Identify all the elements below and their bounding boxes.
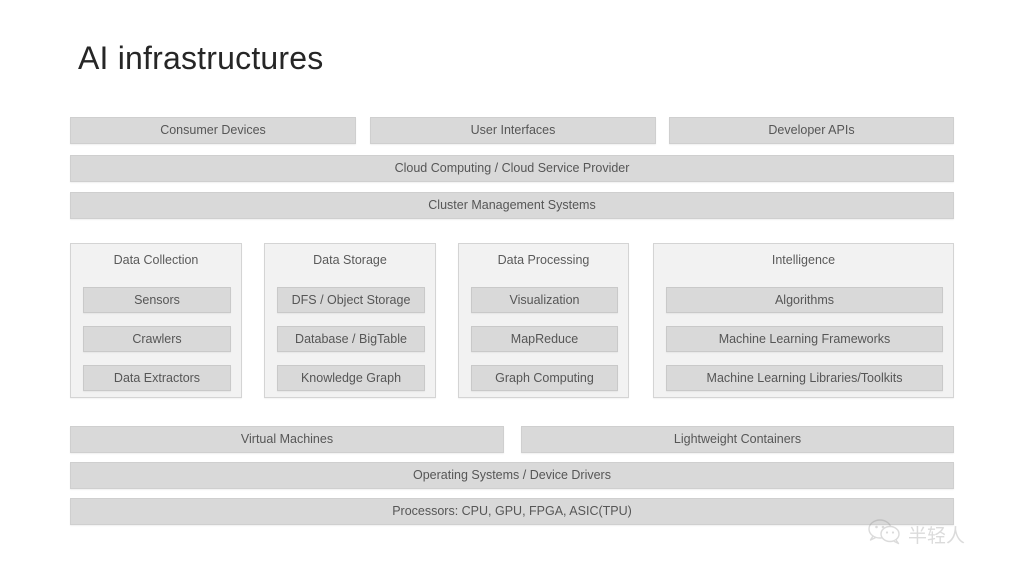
group-item-label: Algorithms	[774, 293, 835, 307]
virtualization-box-label: Virtual Machines	[240, 432, 334, 447]
group-item-dfs-object-storage[interactable]: DFS / Object Storage	[277, 287, 425, 313]
top-box-label: Developer APIs	[768, 123, 855, 138]
page-title: AI infrastructures	[78, 40, 324, 76]
group-item-label: Knowledge Graph	[300, 371, 402, 385]
group-data-storage: Data Storage DFS / Object Storage Databa…	[264, 243, 436, 398]
group-item-label: Graph Computing	[495, 371, 594, 385]
group-data-collection: Data Collection Sensors Crawlers Data Ex…	[70, 243, 242, 398]
virtualization-box-lightweight-containers[interactable]: Lightweight Containers	[521, 426, 954, 453]
group-item-data-extractors[interactable]: Data Extractors	[83, 365, 231, 391]
top-box-label: User Interfaces	[470, 123, 556, 138]
group-item-mapreduce[interactable]: MapReduce	[471, 326, 618, 352]
platform-bar-cloud-computing[interactable]: Cloud Computing / Cloud Service Provider	[70, 155, 954, 182]
top-box-developer-apis[interactable]: Developer APIs	[669, 117, 954, 144]
group-item-label: Database / BigTable	[295, 332, 407, 346]
group-title: Data Processing	[497, 253, 590, 267]
group-item-visualization[interactable]: Visualization	[471, 287, 618, 313]
group-item-label: Data Extractors	[113, 371, 201, 385]
group-item-label: Visualization	[509, 293, 580, 307]
virtualization-box-label: Lightweight Containers	[673, 432, 802, 447]
bottom-bar-label: Processors: CPU, GPU, FPGA, ASIC(TPU)	[392, 504, 632, 519]
group-item-label: DFS / Object Storage	[291, 293, 411, 307]
group-data-processing: Data Processing Visualization MapReduce …	[458, 243, 629, 398]
group-item-label: Machine Learning Libraries/Toolkits	[706, 371, 903, 385]
group-title: Data Collection	[113, 253, 199, 267]
group-item-algorithms[interactable]: Algorithms	[666, 287, 943, 313]
bottom-bar-operating-systems[interactable]: Operating Systems / Device Drivers	[70, 462, 954, 489]
group-item-label: MapReduce	[510, 332, 579, 346]
group-item-label: Machine Learning Frameworks	[718, 332, 891, 346]
group-item-label: Crawlers	[132, 332, 182, 346]
group-item-crawlers[interactable]: Crawlers	[83, 326, 231, 352]
group-title: Intelligence	[771, 253, 836, 267]
group-item-ml-frameworks[interactable]: Machine Learning Frameworks	[666, 326, 943, 352]
group-item-graph-computing[interactable]: Graph Computing	[471, 365, 618, 391]
platform-bar-label: Cloud Computing / Cloud Service Provider	[394, 161, 630, 176]
virtualization-box-virtual-machines[interactable]: Virtual Machines	[70, 426, 504, 453]
group-item-label: Sensors	[134, 293, 180, 307]
group-title: Data Storage	[313, 253, 387, 267]
platform-bar-cluster-management[interactable]: Cluster Management Systems	[70, 192, 954, 219]
top-box-user-interfaces[interactable]: User Interfaces	[370, 117, 656, 144]
bottom-bar-processors[interactable]: Processors: CPU, GPU, FPGA, ASIC(TPU)	[70, 498, 954, 525]
group-item-ml-libraries-toolkits[interactable]: Machine Learning Libraries/Toolkits	[666, 365, 943, 391]
group-item-knowledge-graph[interactable]: Knowledge Graph	[277, 365, 425, 391]
group-item-database-bigtable[interactable]: Database / BigTable	[277, 326, 425, 352]
top-box-consumer-devices[interactable]: Consumer Devices	[70, 117, 356, 144]
top-box-label: Consumer Devices	[160, 123, 266, 138]
platform-bar-label: Cluster Management Systems	[428, 198, 596, 213]
group-intelligence: Intelligence Algorithms Machine Learning…	[653, 243, 954, 398]
group-item-sensors[interactable]: Sensors	[83, 287, 231, 313]
bottom-bar-label: Operating Systems / Device Drivers	[413, 468, 611, 483]
